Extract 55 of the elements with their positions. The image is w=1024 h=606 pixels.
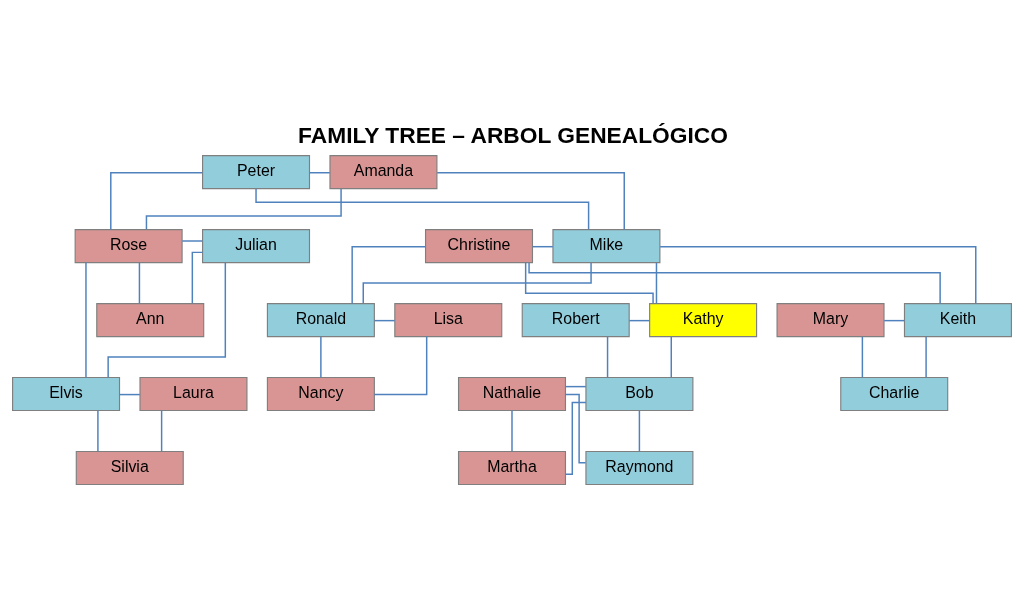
- connector: [160, 410, 163, 452]
- connector: [110, 172, 204, 231]
- node-box: Kathy: [649, 303, 758, 338]
- connector: [436, 172, 625, 231]
- connector: [362, 262, 592, 305]
- node-box: Keith: [903, 303, 1012, 338]
- connector: [351, 245, 426, 305]
- connector: [628, 319, 651, 322]
- node-box: Mary: [776, 303, 885, 338]
- connector: [107, 262, 227, 378]
- connector: [531, 245, 554, 248]
- diagram-title: FAMILY TREE – ARBOL GENEALÓGICO: [298, 122, 728, 149]
- node-box: Robert: [521, 303, 630, 338]
- connector: [564, 393, 587, 464]
- connector: [925, 336, 927, 379]
- connector: [528, 262, 941, 305]
- node-box: Ann: [96, 303, 205, 338]
- connector: [320, 336, 322, 379]
- node-box: Ronald: [266, 303, 375, 338]
- connector: [308, 172, 331, 174]
- node-box: Raymond: [585, 450, 694, 485]
- node-box: Rose: [74, 229, 183, 264]
- connector: [861, 336, 864, 379]
- node-box: Mike: [552, 229, 661, 264]
- connector: [670, 336, 672, 379]
- connector: [119, 393, 141, 396]
- connector: [181, 240, 204, 242]
- node-box: Charlie: [840, 376, 949, 412]
- node-box: Elvis: [12, 376, 121, 412]
- node-box: Julian: [202, 229, 311, 264]
- node-box: Christine: [424, 229, 534, 264]
- node-box: Amanda: [329, 155, 438, 190]
- connector: [524, 261, 654, 304]
- connector: [85, 262, 87, 378]
- node-box: Martha: [457, 450, 567, 485]
- node-box: Peter: [202, 155, 311, 190]
- connector: [191, 251, 204, 305]
- connector: [883, 319, 906, 322]
- connector: [373, 319, 396, 322]
- connector: [564, 385, 587, 388]
- node-box: Nancy: [266, 376, 375, 412]
- connector: [565, 401, 587, 475]
- node-box: Lisa: [394, 303, 503, 338]
- node-box: Nathalie: [457, 376, 567, 412]
- connector: [655, 262, 658, 305]
- connector: [606, 336, 609, 379]
- node-box: Laura: [139, 376, 248, 412]
- node-box: Bob: [585, 376, 694, 412]
- connector: [638, 410, 641, 452]
- connector: [511, 410, 513, 452]
- connector: [373, 335, 428, 396]
- connector: [138, 262, 141, 305]
- node-box: Silvia: [75, 450, 184, 485]
- connector: [97, 410, 99, 452]
- connector: [659, 245, 977, 305]
